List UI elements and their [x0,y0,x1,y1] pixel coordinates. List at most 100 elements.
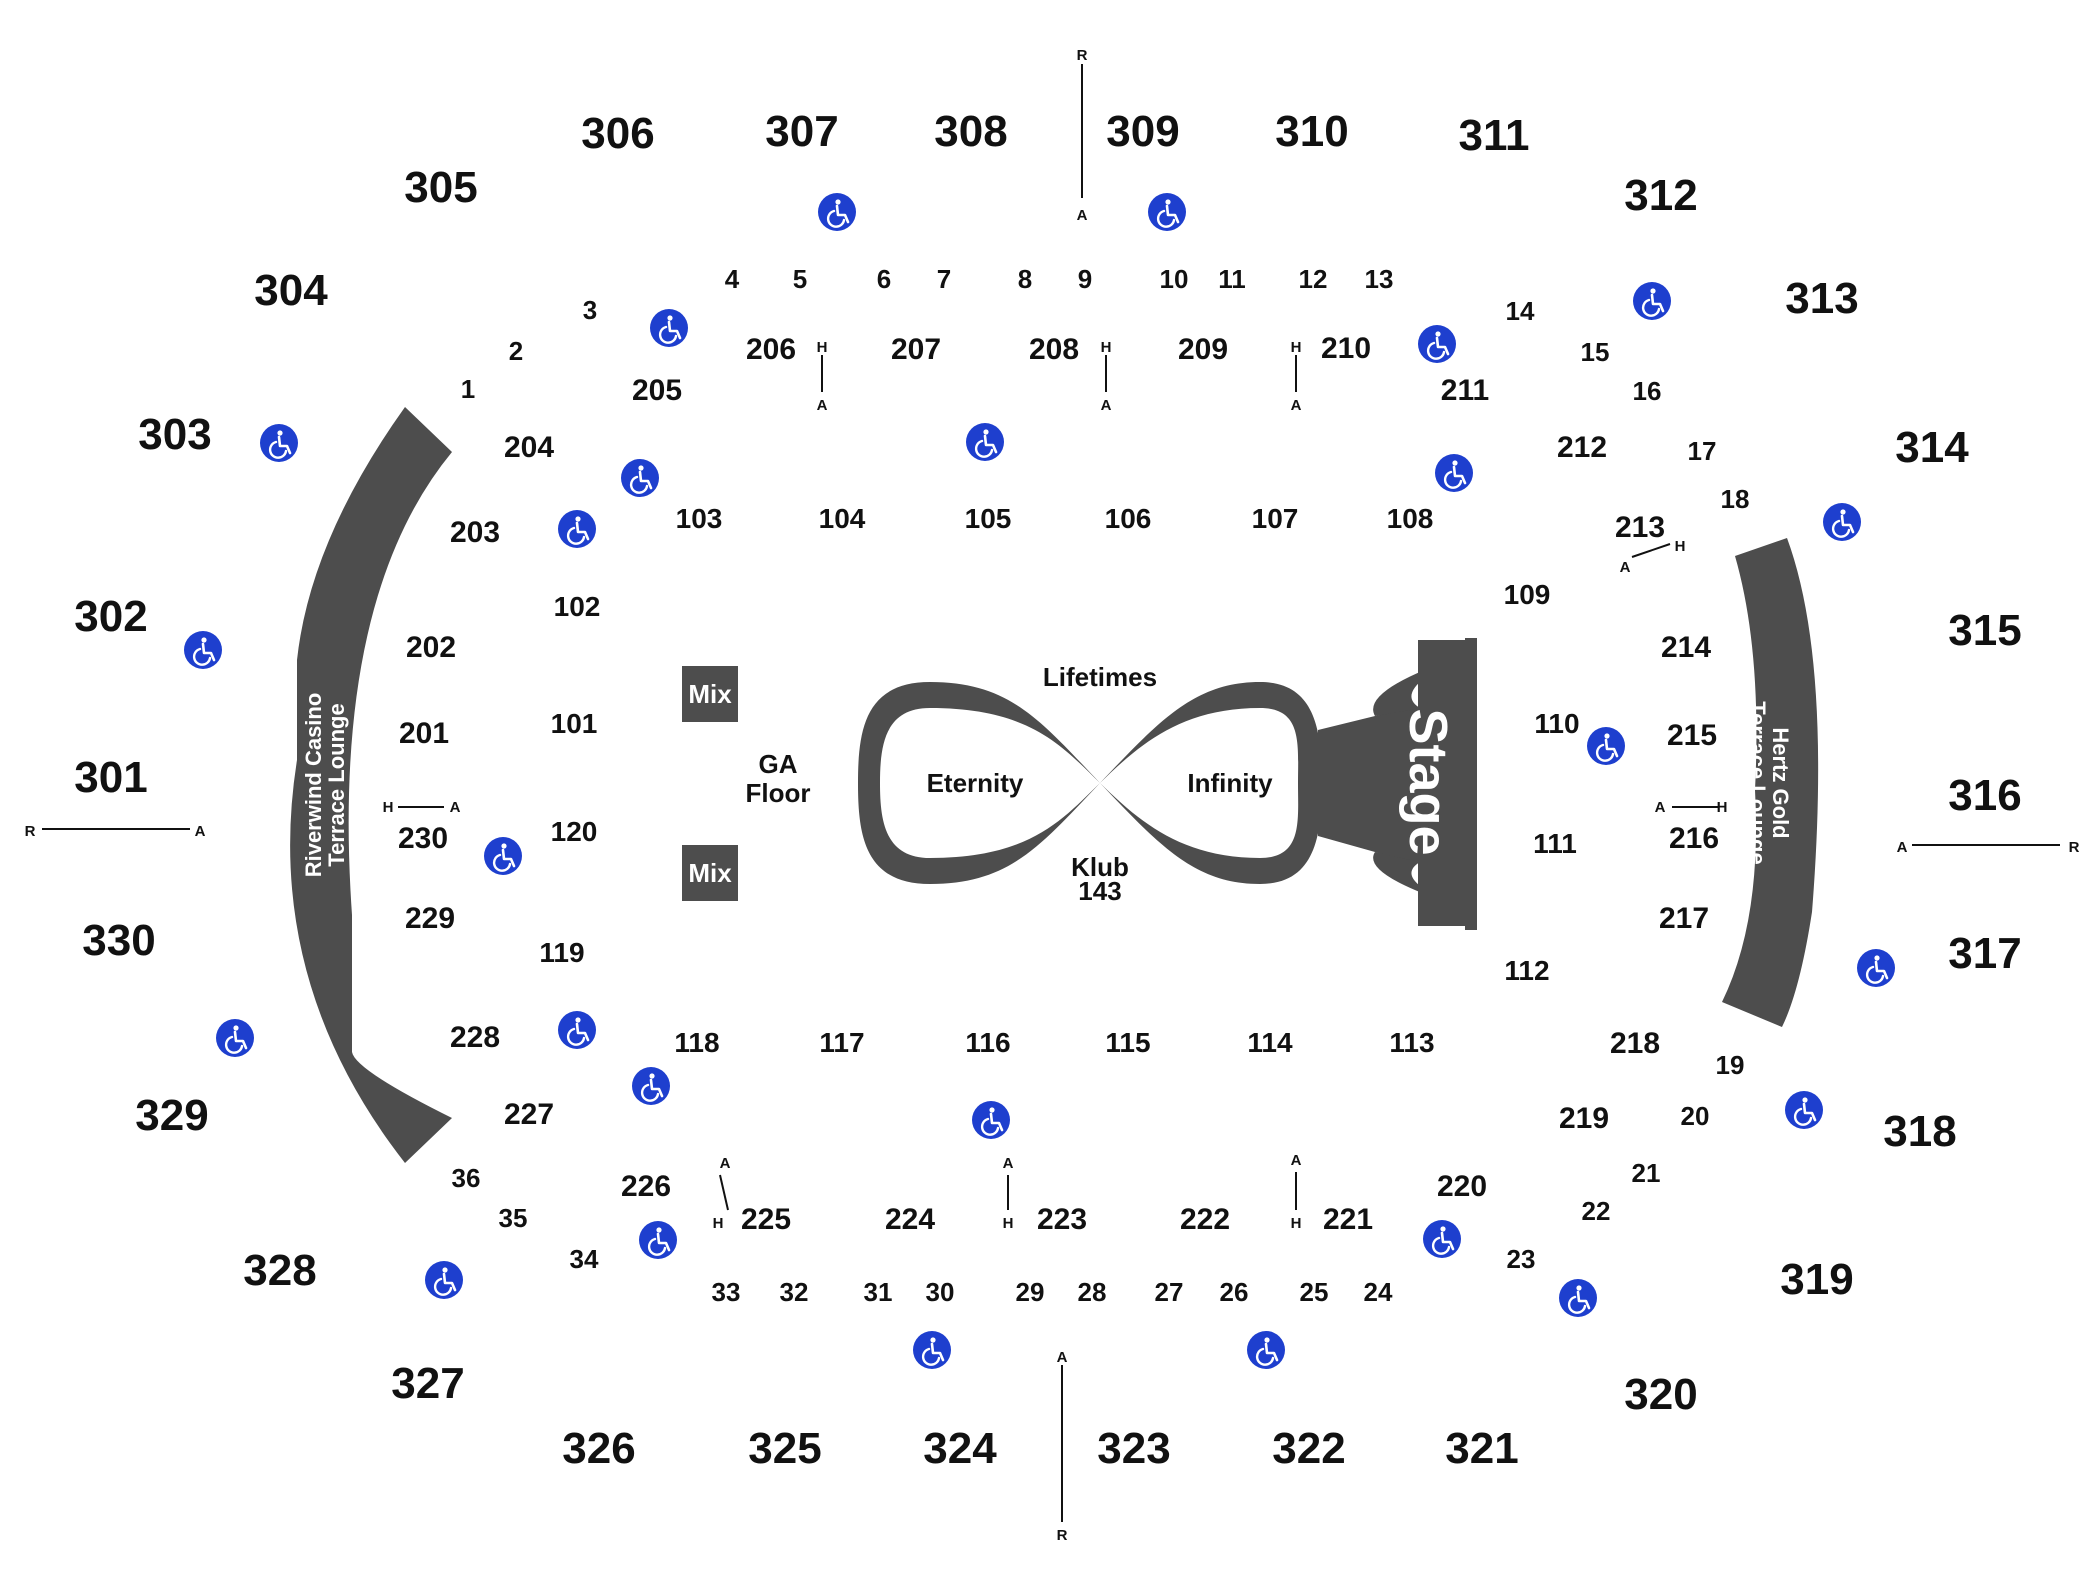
section-301[interactable]: 301 [74,753,147,802]
section-307[interactable]: 307 [765,107,838,156]
hertz-lounge-shape[interactable] [1722,538,1819,1027]
section-211[interactable]: 211 [1441,374,1489,407]
section-213[interactable]: 213 [1615,511,1665,544]
mix-box-top[interactable] [682,666,738,722]
section-210[interactable]: 210 [1321,332,1371,365]
suite-3[interactable]: 3 [583,295,597,325]
section-217[interactable]: 217 [1659,902,1709,935]
suite-20[interactable]: 20 [1681,1101,1710,1131]
section-222[interactable]: 222 [1180,1203,1230,1236]
section-110[interactable]: 110 [1534,708,1579,739]
mix-box-bottom[interactable] [682,845,738,901]
section-325[interactable]: 325 [748,1424,821,1473]
section-330[interactable]: 330 [82,916,155,965]
section-108[interactable]: 108 [1387,503,1434,534]
suite-19[interactable]: 19 [1716,1050,1745,1080]
section-105[interactable]: 105 [965,503,1012,534]
suite-24[interactable]: 24 [1364,1277,1393,1307]
suite-22[interactable]: 22 [1582,1196,1611,1226]
suite-28[interactable]: 28 [1078,1277,1107,1307]
suite-16[interactable]: 16 [1633,376,1662,406]
suite-23[interactable]: 23 [1507,1244,1536,1274]
suite-5[interactable]: 5 [793,264,807,294]
riverwind-lounge-shape[interactable] [290,407,452,1163]
section-120[interactable]: 120 [551,816,598,847]
stage-structure[interactable] [1318,708,1420,862]
section-225[interactable]: 225 [741,1203,791,1236]
suite-36[interactable]: 36 [452,1163,481,1193]
section-104[interactable]: 104 [819,503,866,534]
section-205[interactable]: 205 [632,374,682,407]
section-114[interactable]: 114 [1247,1027,1293,1058]
section-305[interactable]: 305 [404,163,477,212]
section-310[interactable]: 310 [1275,107,1348,156]
section-314[interactable]: 314 [1895,423,1969,472]
suite-32[interactable]: 32 [780,1277,809,1307]
section-119[interactable]: 119 [539,937,584,968]
section-230[interactable]: 230 [398,822,448,855]
suite-27[interactable]: 27 [1155,1277,1184,1307]
section-106[interactable]: 106 [1105,503,1152,534]
suite-6[interactable]: 6 [877,264,891,294]
suite-21[interactable]: 21 [1632,1158,1661,1188]
suite-13[interactable]: 13 [1365,264,1394,294]
section-228[interactable]: 228 [450,1021,500,1054]
suite-4[interactable]: 4 [725,264,740,294]
section-304[interactable]: 304 [254,266,328,315]
infinity-runway[interactable] [858,682,1322,884]
suite-9[interactable]: 9 [1078,264,1092,294]
section-101[interactable]: 101 [551,708,598,739]
section-115[interactable]: 115 [1105,1027,1150,1058]
section-226[interactable]: 226 [621,1170,671,1203]
section-315[interactable]: 315 [1948,606,2021,655]
section-202[interactable]: 202 [406,631,456,664]
suite-18[interactable]: 18 [1721,484,1750,514]
section-329[interactable]: 329 [135,1091,208,1140]
section-107[interactable]: 107 [1252,503,1299,534]
suite-8[interactable]: 8 [1018,264,1032,294]
section-320[interactable]: 320 [1624,1370,1697,1419]
section-103[interactable]: 103 [676,503,723,534]
suite-2[interactable]: 2 [509,336,523,366]
section-309[interactable]: 309 [1106,107,1179,156]
suite-34[interactable]: 34 [570,1244,599,1274]
section-318[interactable]: 318 [1883,1107,1956,1156]
section-229[interactable]: 229 [405,902,455,935]
section-206[interactable]: 206 [746,333,796,366]
suite-25[interactable]: 25 [1300,1277,1329,1307]
suite-29[interactable]: 29 [1016,1277,1045,1307]
section-111[interactable]: 111 [1533,828,1577,859]
section-216[interactable]: 216 [1669,822,1719,855]
section-221[interactable]: 221 [1323,1203,1373,1236]
suite-7[interactable]: 7 [937,264,951,294]
suite-35[interactable]: 35 [499,1203,528,1233]
section-204[interactable]: 204 [504,431,554,464]
section-326[interactable]: 326 [562,1424,635,1473]
section-212[interactable]: 212 [1557,431,1607,464]
section-302[interactable]: 302 [74,592,147,641]
suite-10[interactable]: 10 [1160,264,1189,294]
section-319[interactable]: 319 [1780,1255,1853,1304]
suite-12[interactable]: 12 [1299,264,1328,294]
section-208[interactable]: 208 [1029,333,1079,366]
suite-31[interactable]: 31 [864,1277,893,1307]
section-316[interactable]: 316 [1948,771,2021,820]
section-327[interactable]: 327 [391,1359,464,1408]
section-109[interactable]: 109 [1504,579,1551,610]
section-209[interactable]: 209 [1178,333,1228,366]
suite-15[interactable]: 15 [1581,337,1610,367]
section-220[interactable]: 220 [1437,1170,1487,1203]
section-313[interactable]: 313 [1785,274,1858,323]
section-324[interactable]: 324 [923,1424,997,1473]
suite-26[interactable]: 26 [1220,1277,1249,1307]
section-218[interactable]: 218 [1610,1027,1660,1060]
section-223[interactable]: 223 [1037,1203,1087,1236]
section-113[interactable]: 113 [1389,1027,1434,1058]
suite-11[interactable]: 11 [1218,264,1246,294]
section-303[interactable]: 303 [138,410,211,459]
suite-17[interactable]: 17 [1688,436,1717,466]
suite-1[interactable]: 1 [461,374,475,404]
section-306[interactable]: 306 [581,109,654,158]
section-219[interactable]: 219 [1559,1102,1609,1135]
section-224[interactable]: 224 [885,1203,935,1236]
